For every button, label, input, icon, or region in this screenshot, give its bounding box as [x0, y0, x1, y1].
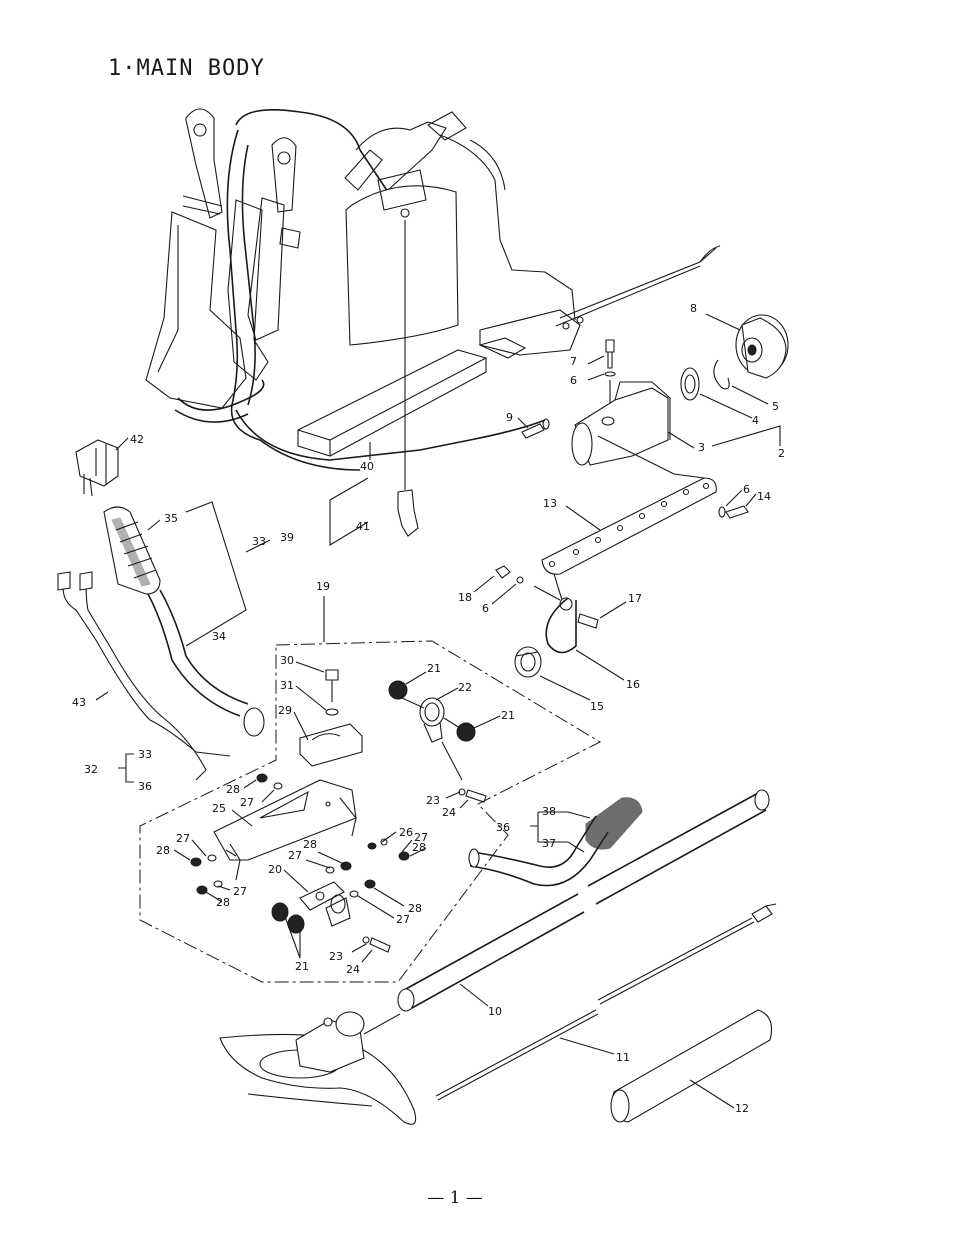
page-title: 1·MAIN BODY	[108, 56, 265, 81]
part-label-30: 30	[280, 654, 294, 667]
part-label-28: 28	[226, 783, 240, 796]
part-label-21: 21	[427, 662, 441, 675]
part-label-28: 28	[156, 844, 170, 857]
part-label-43: 43	[72, 696, 86, 709]
part-label-35: 35	[164, 512, 178, 525]
part-label-27: 27	[233, 885, 247, 898]
leader-lines	[95, 220, 781, 1109]
part-label-25: 25	[212, 802, 226, 815]
part-label-7: 7	[570, 355, 577, 368]
part-label-11: 11	[616, 1051, 630, 1064]
part-label-40: 40	[360, 460, 374, 473]
part-label-37: 37	[542, 837, 556, 850]
part-label-38: 38	[542, 805, 556, 818]
part-label-22: 22	[458, 681, 472, 694]
part-label-28: 28	[408, 902, 422, 915]
hanger-bracket-group	[139, 640, 602, 983]
part-label-6: 6	[743, 483, 750, 496]
part-label-33: 33	[252, 535, 266, 548]
part-label-3: 3	[698, 441, 705, 454]
part-label-19: 19	[316, 580, 330, 593]
part-label-21: 21	[295, 960, 309, 973]
backpack-harness-illustration	[145, 108, 721, 471]
part-label-5: 5	[772, 400, 779, 413]
part-label-41: 41	[356, 520, 370, 533]
part-label-27: 27	[240, 796, 254, 809]
part-label-33: 33	[138, 748, 152, 761]
part-label-26: 26	[399, 826, 413, 839]
part-label-6: 6	[482, 602, 489, 615]
page-number: — 1 —	[427, 1188, 483, 1208]
part-label-27: 27	[414, 831, 428, 844]
shaft-housing-assembly-illustration	[521, 314, 789, 479]
part-label-29: 29	[278, 704, 292, 717]
part-label-24: 24	[346, 963, 360, 976]
part-label-28: 28	[412, 841, 426, 854]
part-label-27: 27	[176, 832, 190, 845]
part-label-13: 13	[543, 497, 557, 510]
part-label-9: 9	[506, 411, 513, 424]
part-label-27: 27	[288, 849, 302, 862]
throttle-grip-illustration	[57, 439, 265, 781]
part-label-24: 24	[442, 806, 456, 819]
part-label-36: 36	[496, 821, 510, 834]
part-label-23: 23	[426, 794, 440, 807]
part-label-16: 16	[626, 678, 640, 691]
drive-shaft-illustration	[219, 789, 777, 1125]
part-label-36: 36	[138, 780, 152, 793]
part-label-23: 23	[329, 950, 343, 963]
part-label-39: 39	[280, 531, 294, 544]
part-label-6: 6	[570, 374, 577, 387]
part-label-21: 21	[501, 709, 515, 722]
part-label-18: 18	[458, 591, 472, 604]
part-label-4: 4	[752, 414, 759, 427]
part-label-20: 20	[268, 863, 282, 876]
part-label-14: 14	[757, 490, 771, 503]
part-label-10: 10	[488, 1005, 502, 1018]
part-label-27: 27	[396, 913, 410, 926]
part-number-labels: 2 3 4 5 6 6 6 7 8 9 10 11 12 13 14 15 16…	[72, 302, 785, 1115]
part-label-2: 2	[778, 447, 785, 460]
part-label-34: 34	[212, 630, 226, 643]
part-label-42: 42	[130, 433, 144, 446]
part-label-8: 8	[690, 302, 697, 315]
part-label-28: 28	[303, 838, 317, 851]
part-label-17: 17	[628, 592, 642, 605]
part-label-15: 15	[590, 700, 604, 713]
part-label-32: 32	[84, 763, 98, 776]
part-label-28: 28	[216, 896, 230, 909]
part-label-12: 12	[735, 1102, 749, 1115]
part-label-31: 31	[280, 679, 294, 692]
support-arm-illustration	[495, 477, 749, 678]
